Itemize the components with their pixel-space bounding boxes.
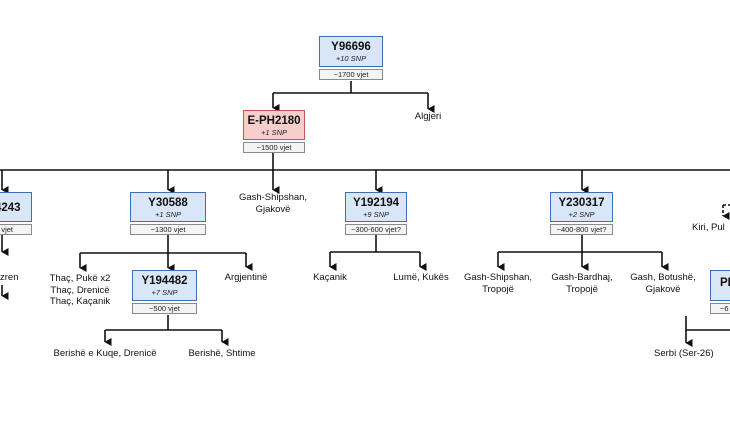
label-algjeri: Algjeri [414,111,442,122]
node-y230317: Y230317 +2 SNP [550,192,613,222]
node-right-clipped: PI [710,270,730,301]
age-y230317: ~400-800 vjet? [550,224,613,235]
label-thac: Thaç, Pukë x2 Thaç, Drenicë Thaç, Kaçani… [49,273,111,307]
label-gash-botushe-gjakove: Gash, Botushë, Gjakovë [630,272,696,295]
label-berishe-kuqe-drenice: Berishë e Kuqe, Drenicë [53,348,157,359]
node-y30588: Y30588 +1 SNP [130,192,206,222]
label-argjentine: Argjentinë [224,272,268,283]
node-left-clipped: 4243 [0,192,32,222]
node-name: Y194482 [141,275,188,287]
label-gash-shipshan-gjakove: Gash-Shipshan, Gjakovë [238,192,308,215]
node-name: 4243 [0,202,21,214]
age-left-clipped: 0 vjet [0,224,32,235]
node-y194482: Y194482 +7 SNP [132,270,197,301]
label-kiri: Kiri, Pul [692,222,725,233]
node-e-ph2180: E-PH2180 +1 SNP [243,110,305,140]
node-name: Y230317 [558,197,605,209]
label-lume-kukes: Lumë, Kukës [393,272,449,283]
node-name: PI [720,277,730,289]
node-snp: +1 SNP [260,128,288,137]
age-y192194: ~300-600 vjet? [345,224,407,235]
label-left-zren: zren [0,272,19,283]
node-name: Y192194 [352,197,400,209]
age-y96696: ~1700 vjet [319,69,383,80]
node-y192194: Y192194 +9 SNP [345,192,407,222]
age-y194482: ~500 vjet [132,303,197,314]
node-snp: +2 SNP [568,210,595,219]
label-gash-shipshan-tropoje: Gash-Shipshan, Tropojë [463,272,533,295]
label-gash-bardhaj-tropoje: Gash-Bardhaj, Tropojë [551,272,613,295]
node-name: Y30588 [148,197,188,209]
node-y96696: Y96696 +10 SNP [319,36,383,67]
label-kacanik: Kaçanik [313,272,347,283]
node-snp: +7 SNP [151,288,178,297]
node-snp: +9 SNP [362,210,390,219]
node-snp: +1 SNP [154,210,182,219]
node-name: Y96696 [331,41,371,53]
age-right-clipped: ~6 [710,303,730,314]
age-y30588: ~1300 vjet [130,224,206,235]
label-berishe-shtime: Berishë, Shtime [188,348,256,359]
node-name: E-PH2180 [247,115,301,127]
label-serbi: Serbi (Ser-26) [654,348,714,359]
age-e-ph2180: ~1500 vjet [243,142,305,153]
node-snp: +10 SNP [335,54,367,63]
